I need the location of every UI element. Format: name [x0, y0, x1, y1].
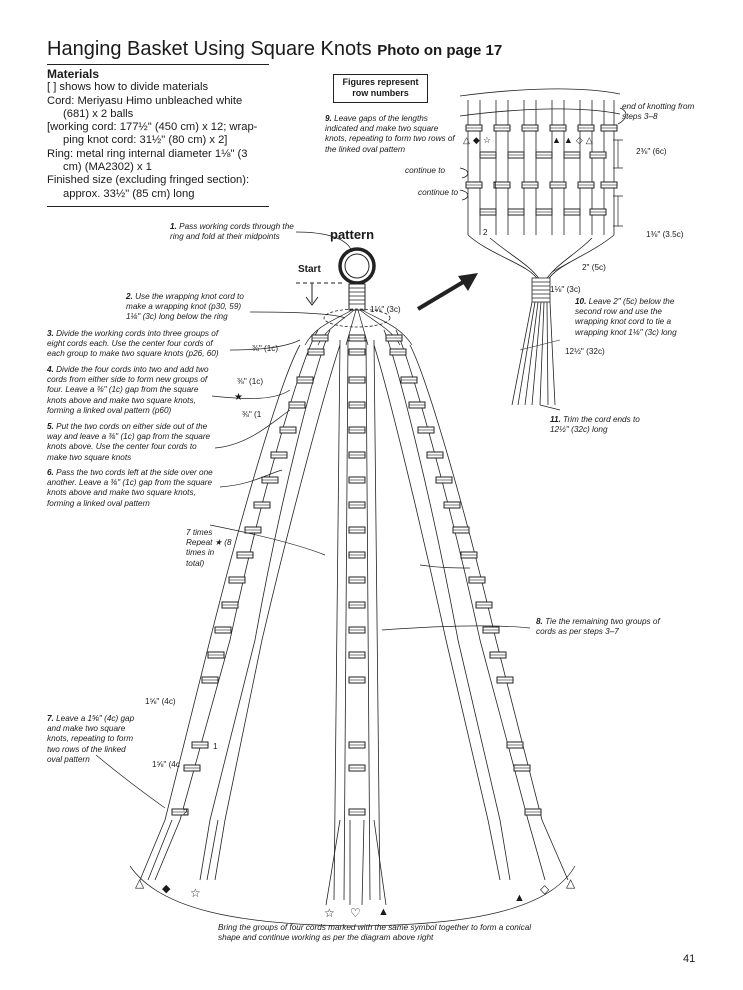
bottom-instruction: Bring the groups of four cords marked wi… [218, 923, 538, 943]
step-8-note: 8. Tie the remaining two groups of cords… [536, 617, 666, 637]
row-number: 2 [183, 808, 188, 817]
row-number: 1 [213, 742, 218, 751]
star-open-symbol: ☆ [324, 906, 335, 920]
measure-ring-wrap: 1⅛" (3c) [370, 305, 401, 314]
step-3-note: 3. Divide the working cords into three g… [47, 329, 232, 360]
materials-line: [working cord: 177½" (450 cm) x 12; wrap… [47, 121, 272, 134]
top-wrapping-knot [349, 284, 365, 310]
materials-line: Cord: Meriyasu Himo unbleached white [47, 95, 272, 108]
step-5-note: 5. Put the two cords on either side out … [47, 422, 217, 463]
step-11-note: 11. Trim the cord ends to 12½" (32c) lon… [550, 415, 650, 435]
right-strand [374, 330, 568, 880]
measure-fringe: 12½" (32c) [565, 347, 605, 356]
measure-gap: ⅜" (1 [242, 410, 261, 419]
materials-line: ping knot cord: 31½" (80 cm) x 2] [47, 134, 272, 147]
metal-ring [340, 249, 374, 283]
start-arrow [296, 283, 345, 305]
inset-symbol-row: ▲▲◇△ [552, 135, 596, 146]
step-7-note: 7. Leave a 1⅝" (4c) gap and make two squ… [47, 714, 137, 765]
title-rule [47, 64, 269, 65]
middle-strand [326, 340, 386, 905]
star-marker: ★ [234, 392, 243, 403]
diamond-filled-symbol: ◆ [162, 882, 170, 895]
inset-symbol-row: △◆☆ [463, 135, 494, 146]
measure-gap: 2" (5c) [582, 263, 606, 272]
step-6-note: 6. Pass the two cords left at the side o… [47, 468, 217, 509]
step-9-note: 9. Leave gaps of the lengths indicated a… [325, 114, 460, 155]
step-10-note: 10. Leave 2" (5c) below the second row a… [575, 297, 690, 338]
step-4-note: 4. Divide the four cords into two and ad… [47, 365, 217, 416]
measure-wrap: 1⅛" (3c) [550, 285, 581, 294]
end-knotting-label: end of knotting from steps 3–8 [622, 102, 707, 122]
square-knots [172, 335, 541, 815]
figures-note-box: Figures represent row numbers [333, 74, 428, 103]
triangle-filled-symbol: ▲ [378, 906, 389, 918]
materials-line: cm) (MA2302) x 1 [47, 161, 272, 174]
continue-label: continue to [418, 188, 458, 198]
photo-reference: Photo on page 17 [377, 42, 502, 59]
triangle-symbol: △ [135, 876, 144, 890]
page-title: Hanging Basket Using Square Knots Photo … [47, 38, 502, 61]
pattern-label: pattern [330, 227, 374, 242]
heart-symbol: ♡ [350, 906, 361, 920]
materials-line: Ring: metal ring internal diameter 1⅛" (… [47, 148, 272, 161]
triangle-symbol: △ [566, 876, 575, 890]
measure-gap: 2⅜" (6c) [636, 147, 667, 156]
star-open-symbol: ☆ [190, 886, 201, 900]
triangle-filled-symbol: ▲ [514, 892, 525, 904]
materials-line: (681) x 2 balls [47, 108, 272, 121]
continue-label: continue to [405, 166, 445, 176]
materials-rule [47, 206, 269, 207]
row-number: 2 [483, 228, 488, 237]
title-text: Hanging Basket Using Square Knots [47, 38, 372, 60]
materials-block: Materials [ ] shows how to divide materi… [47, 68, 272, 201]
measure-gap: 1⅝" (4c) [145, 697, 176, 706]
materials-line: approx. 33½" (85 cm) long [47, 188, 272, 201]
repeat-note: 7 times Repeat ★ (8 times in total) [186, 528, 234, 569]
measure-gap: 1⅜" (3.5c) [646, 230, 684, 239]
materials-line: [ ] shows how to divide materials [47, 81, 272, 94]
row-number: 1 [493, 181, 498, 190]
measure-gap: 1⅝" (4c [152, 760, 180, 769]
diamond-open-symbol: ◇ [540, 882, 549, 896]
inset-arrow [418, 273, 478, 309]
materials-heading: Materials [47, 68, 272, 81]
start-label: Start [298, 264, 321, 275]
materials-line: Finished size (excluding fringed section… [47, 174, 272, 187]
page-number: 41 [683, 953, 695, 965]
step-1-note: 1. Pass working cords through the ring a… [170, 222, 305, 242]
step-2-note: 2. Use the wrapping knot cord to make a … [126, 292, 256, 323]
measure-gap: ⅜" (1c) [237, 377, 263, 386]
measure-gap: ⅜" (1c) [252, 344, 278, 353]
